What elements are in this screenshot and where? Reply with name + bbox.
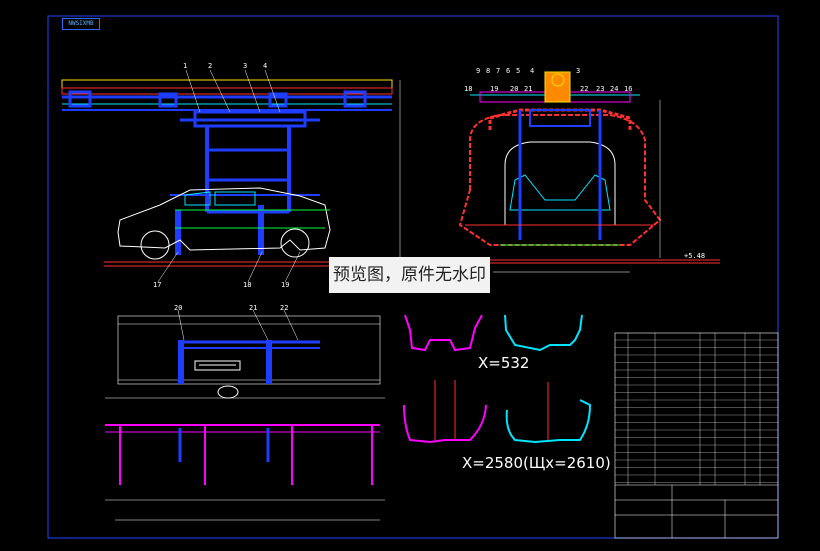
drawing-number-tag: NWSIXMB: [62, 18, 100, 30]
plan-view: [105, 309, 385, 399]
conveyor-elevation: [61, 69, 401, 283]
callout-r22: 22: [580, 85, 589, 93]
callout-4: 4: [263, 62, 268, 70]
callout-r24: 24: [610, 85, 619, 93]
callout-3: 3: [243, 62, 248, 70]
frame-elevation: [105, 424, 385, 521]
callout-r7: 7: [496, 67, 501, 75]
parts-list-table: [614, 332, 779, 539]
callout-17: 17: [153, 281, 162, 289]
section-label-x2580: X=2580(Щx=2610): [462, 454, 611, 472]
callout-r6: 6: [506, 67, 511, 75]
callout-r18: 18: [464, 85, 473, 93]
drawing-frame: [47, 15, 779, 539]
callout-20: 20: [174, 304, 183, 312]
callout-r9: 9: [476, 67, 481, 75]
elevation-mark: +5.48: [684, 252, 706, 260]
callout-21: 21: [249, 304, 258, 312]
callout-r4: 4: [530, 67, 535, 75]
callout-r23: 23: [596, 85, 605, 93]
callout-r21: 21: [524, 85, 533, 93]
section-label-x532: X=532: [478, 354, 530, 372]
callout-r20: 20: [510, 85, 519, 93]
body-sections: [403, 314, 592, 444]
callout-1: 1: [183, 62, 188, 70]
callout-r8: 8: [486, 67, 491, 75]
callout-22: 22: [280, 304, 289, 312]
callout-18: 18: [243, 281, 252, 289]
hanger-cross-section: [458, 71, 720, 273]
callout-r3: 3: [576, 67, 581, 75]
callout-r5: 5: [516, 67, 521, 75]
callout-2: 2: [208, 62, 213, 70]
callout-r19: 19: [490, 85, 499, 93]
callout-r16: 16: [624, 85, 633, 93]
watermark-banner: 预览图，原件无水印: [329, 257, 490, 293]
callout-19: 19: [281, 281, 290, 289]
